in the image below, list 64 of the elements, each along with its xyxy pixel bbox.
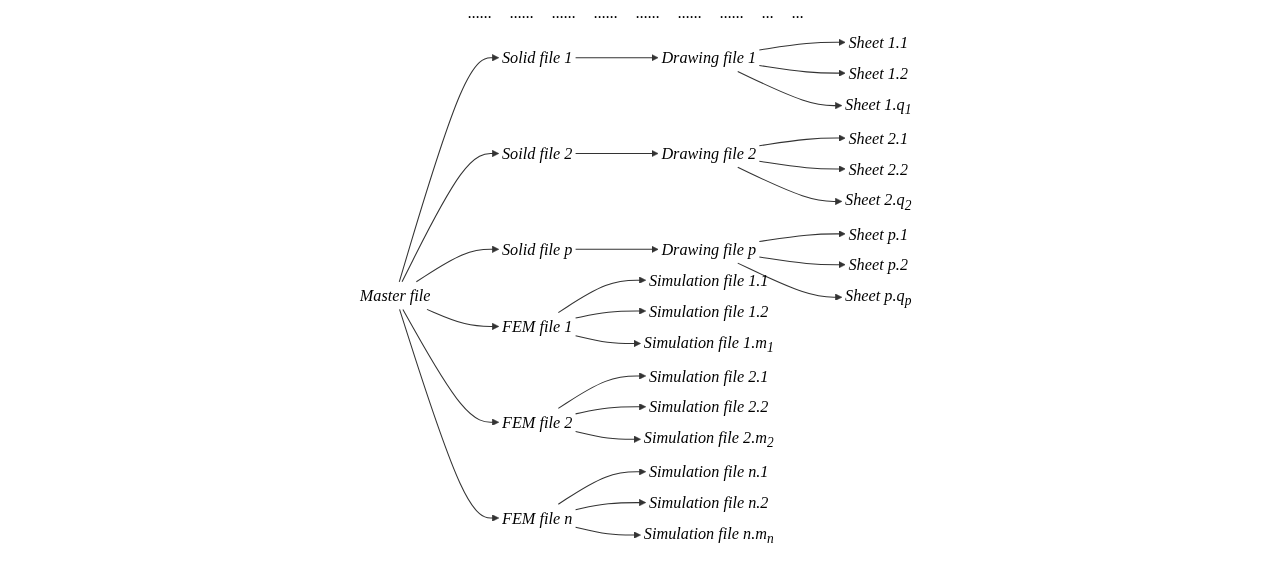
node-text: FEM file 2 [502, 413, 573, 432]
node-text: Simulation file 1.m$_{1}$ [644, 332, 775, 355]
ellipsis-note: ...... [720, 4, 744, 22]
node-text: Simulation file n.m$_{n}$ [644, 524, 775, 547]
arrow [426, 308, 500, 330]
node-text: Simulation file 1.1 [649, 271, 769, 290]
node-text: FEM file n [502, 509, 573, 527]
node-text: Solid file p [502, 240, 573, 259]
ellipsis-note: ...... [510, 4, 534, 22]
arrow [575, 54, 659, 62]
arrow [737, 166, 843, 205]
node-text: Sheet p.1 [848, 224, 909, 243]
ellipsis-note: ... [762, 4, 774, 22]
arrow [575, 335, 642, 348]
arrow [575, 403, 647, 415]
ellipsis-note: ...... [594, 4, 618, 22]
node-text: Sheet 1.q$_{1}$ [845, 95, 912, 117]
node-text: Drawing file 2 [661, 144, 757, 163]
node-text: Drawing file p [661, 240, 757, 259]
arrow [402, 308, 500, 426]
ellipsis-note: ...... [678, 4, 702, 22]
node-text: Sheet 2.q$_{2}$ [845, 190, 912, 213]
arrow [401, 149, 500, 283]
node-text: Sheet p.q$_{p}$ [845, 286, 912, 309]
arrow [399, 54, 500, 283]
arrow [575, 307, 647, 319]
node-text: Simulation file 2.1 [649, 367, 769, 385]
arrow [575, 430, 642, 443]
arrow [416, 245, 500, 283]
node-text: Sheet 2.1 [848, 129, 909, 148]
arrow [399, 308, 500, 522]
ellipsis-note: ... [792, 4, 804, 22]
node-text: Simulation file 2.2 [649, 397, 769, 416]
ellipsis-note: ...... [636, 4, 660, 22]
arrow [759, 134, 846, 147]
node-text: Soild file 2 [502, 144, 573, 163]
node-text: Sheet 1.2 [848, 64, 909, 83]
ellipsis-note: ...... [468, 4, 492, 22]
arrow [759, 38, 846, 51]
node-text: Sheet 1.1 [848, 33, 909, 52]
node-text: Solid file 1 [502, 48, 573, 67]
arrow [759, 230, 846, 243]
arrow [737, 71, 843, 110]
node-text: Sheet 2.2 [848, 160, 909, 178]
arrow [759, 160, 846, 173]
node-text: FEM file 1 [502, 317, 573, 336]
arrow [558, 276, 647, 314]
arrow [759, 256, 846, 269]
node-text: Sheet p.2 [848, 255, 909, 274]
node-text: Simulation file n.2 [649, 493, 769, 512]
node-text: Simulation file 1.2 [649, 302, 769, 320]
node-text: Simulation file 2.m$_{2}$ [644, 428, 775, 451]
arrow [575, 149, 659, 158]
node-text: Simulation file n.1 [649, 462, 769, 481]
arrow [558, 372, 647, 409]
arrow [737, 262, 843, 301]
arrow [575, 245, 659, 253]
node-text: Master file [360, 286, 431, 305]
arrow [575, 526, 642, 539]
node-text: Drawing file 1 [661, 48, 757, 67]
arrow [759, 64, 846, 77]
arrow [575, 499, 647, 511]
ellipsis-note: ...... [552, 4, 576, 22]
arrow [558, 468, 647, 505]
